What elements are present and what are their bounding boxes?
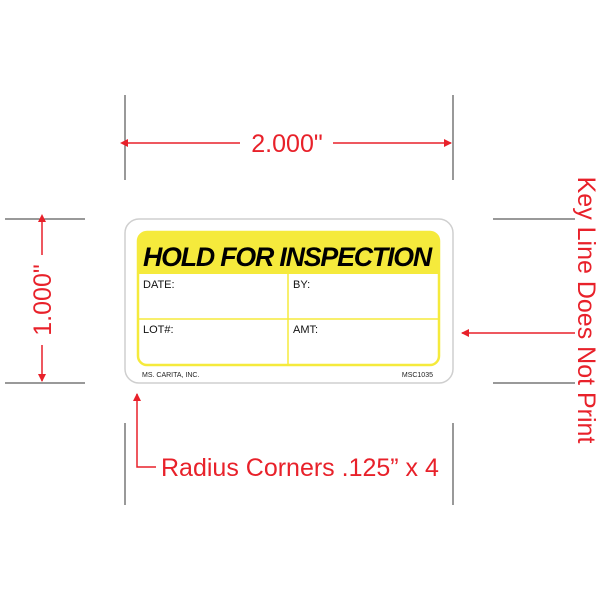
- amt-field-label: AMT:: [293, 324, 318, 336]
- key-line-note: Key Line Does Not Print: [461, 177, 600, 444]
- width-label: 2.000": [251, 130, 322, 158]
- lot-field-label: LOT#:: [143, 324, 174, 336]
- manufacturer: MS. CARITA, INC.: [142, 372, 199, 379]
- height-label: 1.000": [29, 264, 57, 335]
- radius-label: Radius Corners .125” x 4: [161, 454, 439, 482]
- width-dimension: 2.000": [120, 130, 452, 158]
- date-field-label: DATE:: [143, 279, 175, 291]
- product-code: MSC1035: [402, 372, 433, 379]
- label-title: HOLD FOR INSPECTION: [143, 242, 433, 272]
- key-line-label: Key Line Does Not Print: [572, 177, 600, 444]
- by-field-label: BY:: [293, 279, 310, 291]
- title-band: [138, 232, 439, 274]
- radius-note: Radius Corners .125” x 4: [133, 393, 439, 482]
- height-dimension: 1.000": [29, 214, 57, 382]
- label: HOLD FOR INSPECTION DATE: BY: LOT#: AMT:…: [124, 218, 454, 384]
